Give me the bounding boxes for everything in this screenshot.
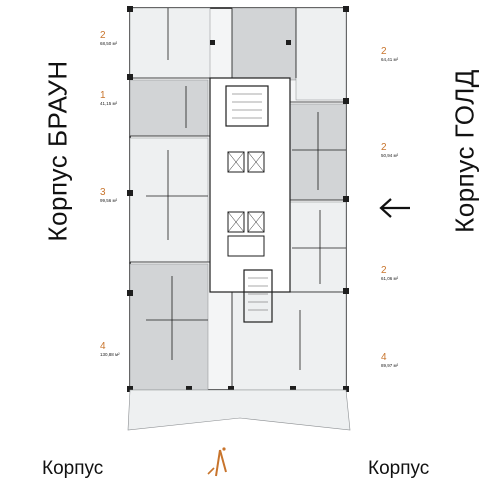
unit-tag-1[interactable]: 2 68,50 м² bbox=[100, 30, 117, 46]
building-gold-label: Корпус ГОЛД bbox=[449, 69, 480, 233]
building-brown-label: Корпус БРАУН bbox=[42, 60, 73, 242]
unit-8-fill[interactable] bbox=[231, 291, 347, 391]
terrace bbox=[127, 389, 351, 431]
interior-walls bbox=[130, 8, 346, 390]
elevator-2 bbox=[247, 151, 265, 173]
unit-tag-8[interactable]: 4 89,97 м² bbox=[381, 352, 398, 368]
unit-area: 68,50 м² bbox=[100, 41, 118, 46]
unit-4-fill[interactable] bbox=[129, 263, 209, 391]
unit-area: 64,41 м² bbox=[381, 57, 399, 62]
bottom-right-building-label: Корпус bbox=[368, 458, 430, 479]
unit-area: 41,15 м² bbox=[100, 101, 118, 106]
unit-rooms: 4 bbox=[100, 341, 106, 352]
stair-2 bbox=[243, 269, 273, 323]
unit-tag-3[interactable]: 3 99,56 м² bbox=[100, 187, 117, 203]
unit-1-fill[interactable] bbox=[129, 7, 211, 79]
stair-1 bbox=[225, 85, 269, 127]
elevator-1 bbox=[227, 151, 245, 173]
unit-7-fill[interactable] bbox=[289, 201, 347, 293]
arrow-left-icon bbox=[379, 198, 410, 218]
unit-area: 99,56 м² bbox=[100, 198, 118, 203]
elevator-4 bbox=[247, 211, 265, 233]
unit-tag-4[interactable]: 4 130,88 м² bbox=[100, 341, 120, 357]
unit-tag-7[interactable]: 2 61,06 м² bbox=[381, 265, 398, 281]
unit-area: 61,06 м² bbox=[381, 276, 399, 281]
unit-area: 130,88 м² bbox=[100, 352, 120, 357]
unit-2-fill[interactable] bbox=[129, 79, 209, 137]
unit-tag-6[interactable]: 2 50,94 м² bbox=[381, 142, 398, 158]
unit-top-center-fill[interactable] bbox=[231, 7, 297, 81]
bottom-left-building-label: Корпус bbox=[42, 458, 104, 479]
unit-rooms: 1 bbox=[100, 90, 106, 101]
unit-rooms: 2 bbox=[100, 30, 106, 41]
unit-tag-2[interactable]: 1 41,15 м² bbox=[100, 90, 117, 106]
unit-5-fill[interactable] bbox=[295, 7, 347, 101]
unit-area: 50,94 м² bbox=[381, 153, 399, 158]
unit-rooms: 2 bbox=[381, 46, 387, 57]
elevator-5 bbox=[227, 235, 265, 257]
elevator-3 bbox=[227, 211, 245, 233]
unit-3-fill[interactable] bbox=[129, 137, 209, 263]
unit-rooms: 2 bbox=[381, 265, 387, 276]
unit-rooms: 3 bbox=[100, 187, 106, 198]
unit-rooms: 4 bbox=[381, 352, 387, 363]
columns bbox=[127, 6, 349, 392]
unit-tag-5[interactable]: 2 64,41 м² bbox=[381, 46, 398, 62]
brand-logo-icon bbox=[207, 447, 227, 477]
unit-rooms: 2 bbox=[381, 142, 387, 153]
unit-area: 89,97 м² bbox=[381, 363, 399, 368]
